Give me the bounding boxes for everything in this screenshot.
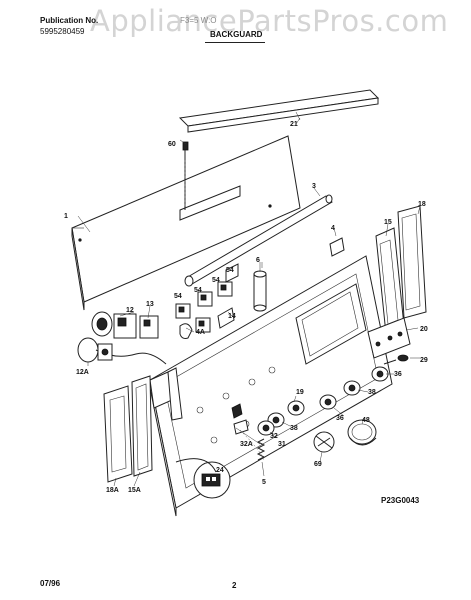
part-18a-left-trim [103, 385, 133, 483]
publication-label: Publication No. [40, 16, 99, 25]
callout-29: 29 [420, 357, 428, 364]
part-12-13-controls [91, 311, 159, 339]
callout-20: 20 [420, 326, 428, 333]
callout-32: 32 [270, 433, 278, 440]
wire-lead-dashed [239, 429, 265, 461]
part-69-insert [313, 431, 335, 453]
callout-12: 12 [126, 307, 134, 314]
publication-number: 5995280459 [40, 27, 85, 36]
callout-21: 21 [290, 121, 298, 128]
part-20-timer-module [367, 317, 411, 359]
callout-1: 1 [64, 213, 68, 220]
callout-18: 18 [418, 201, 426, 208]
part-3-tube [184, 194, 333, 287]
section-title: BACKGUARD [210, 30, 263, 39]
callout-38-a: 38 [368, 389, 376, 396]
part-54-switches [175, 263, 239, 333]
part-48-knob [347, 419, 377, 446]
callout-5: 5 [262, 479, 266, 486]
part-15a-left-endcap [131, 375, 153, 477]
part-4-clip [329, 227, 345, 257]
part-4a-14-brackets [179, 307, 235, 339]
callout-15: 15 [384, 219, 392, 226]
part-29-screw [383, 354, 409, 365]
callout-3: 3 [312, 183, 316, 190]
callout-labels: 21 60 1 3 4 6 54 54 54 54 12 13 4A 14 15… [64, 121, 428, 494]
part-24-terminal-inset [193, 461, 231, 499]
callout-32a: 32A [240, 441, 253, 448]
footer-page-number: 2 [232, 581, 237, 590]
callout-54-c: 54 [194, 287, 202, 294]
callout-14: 14 [228, 313, 236, 320]
part-5-spring [256, 438, 266, 461]
control-knobs [257, 366, 389, 436]
section-rule [205, 42, 265, 43]
front-control-panel [149, 255, 393, 517]
part-60-screw [182, 141, 189, 210]
footer-date: 07/96 [40, 579, 61, 588]
callout-6: 6 [256, 257, 260, 264]
callout-31: 31 [278, 441, 286, 448]
callout-69: 69 [314, 461, 322, 468]
part-18-right-trim [397, 205, 427, 319]
callout-38-b: 38 [290, 425, 298, 432]
part-32a-bracket [231, 403, 249, 435]
callout-54-b: 54 [212, 277, 220, 284]
callout-18a: 18A [106, 487, 119, 494]
callout-4: 4 [331, 225, 335, 232]
part-12a-harness [77, 337, 167, 365]
part-21-top-trim [178, 89, 380, 133]
callout-15a: 15A [128, 487, 141, 494]
callout-12a: 12A [76, 369, 89, 376]
callout-54-d: 54 [174, 293, 182, 300]
callout-48: 48 [362, 417, 370, 424]
figure-code: P23G0043 [381, 496, 420, 505]
leader-lines [87, 117, 421, 487]
callout-36-a: 36 [394, 371, 402, 378]
callout-36-b: 36 [336, 415, 344, 422]
callout-60: 60 [168, 141, 176, 148]
callout-24: 24 [216, 467, 224, 474]
callout-4a: 4A [196, 329, 205, 336]
wire-lead [175, 458, 217, 473]
part-1-rear-panel [71, 135, 301, 311]
model-number: F3=5 W:O [180, 16, 217, 25]
callout-13: 13 [146, 301, 154, 308]
watermark: AppliancePartsPros.com [90, 4, 449, 38]
callout-54-a: 54 [226, 267, 234, 274]
callout-19: 19 [296, 389, 304, 396]
